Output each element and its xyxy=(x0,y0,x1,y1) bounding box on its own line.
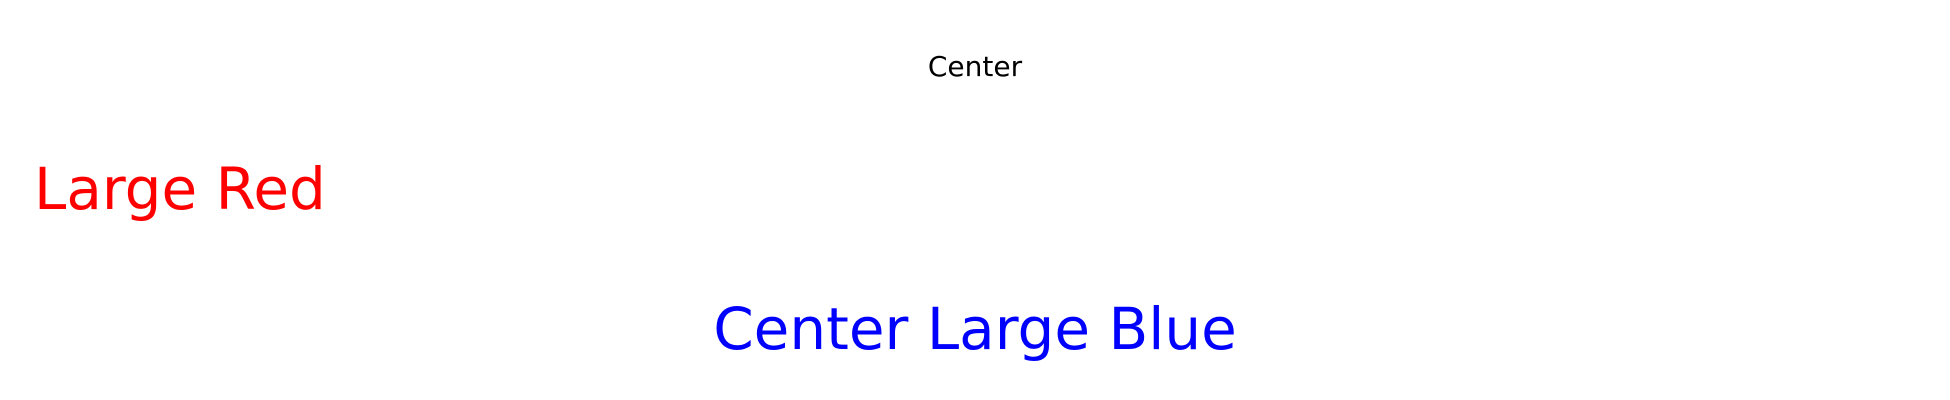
center-large-blue-text: Center Large Blue xyxy=(713,295,1237,363)
center-text: Center xyxy=(927,50,1023,83)
large-red-text: Large Red xyxy=(34,155,326,223)
